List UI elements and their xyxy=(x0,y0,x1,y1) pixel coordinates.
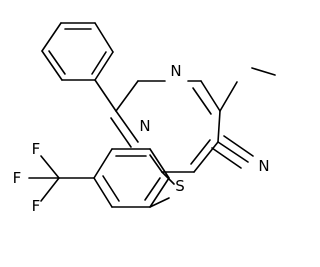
bond-pyr-c2-n3 xyxy=(115,80,139,112)
sulfur-label: S xyxy=(175,177,185,195)
bond-nitrile-1 xyxy=(217,141,249,163)
nitrogen-label-left: N xyxy=(139,117,150,135)
bond-pyr-c6-c7-inner xyxy=(190,139,211,165)
molecule-structure: N N S N F F F xyxy=(13,22,276,215)
bond-pyr-n1-c7-connector xyxy=(149,154,163,173)
bond-cf3-3 xyxy=(40,177,60,202)
bond-pyr-c6-c7 xyxy=(193,141,219,173)
bond-thioether-2 xyxy=(149,197,170,208)
atom-labels: N N S N F F F xyxy=(13,62,270,215)
bond-thioether-1 xyxy=(161,171,175,185)
bond-phenyl-4 xyxy=(94,51,114,81)
bond-phenyl-1 xyxy=(41,22,62,52)
molecule-canvas: N N S N F F F xyxy=(13,22,276,215)
bond-phenyl-2-inner xyxy=(48,50,66,75)
bond-nitrile-2 xyxy=(223,135,254,157)
bond-pyr-c4-c5 xyxy=(200,80,221,112)
bonds xyxy=(28,22,276,208)
bond-cf3-2 xyxy=(40,155,60,179)
bond-aryl-6 xyxy=(149,177,170,208)
bond-methylthio-2 xyxy=(251,67,276,76)
bond-aryl-2 xyxy=(93,177,113,208)
bond-pyr-c5-c6 xyxy=(217,110,221,143)
bond-aryl-6-inner xyxy=(144,177,161,201)
bond-pyr-n1-c2 xyxy=(115,110,139,143)
fluorine-label-top: F xyxy=(32,140,41,158)
bond-phenyl-2 xyxy=(41,50,63,81)
bond-nitrile-3 xyxy=(211,147,242,169)
bond-aryl-3 xyxy=(93,148,113,179)
fluorine-label-left: F xyxy=(13,169,22,187)
fluorine-label-bottom: F xyxy=(32,197,41,215)
nitrile-nitrogen-label: N xyxy=(258,157,269,175)
bond-phenyl-4-inner xyxy=(91,51,107,75)
bond-pyr-c4-c5-inner xyxy=(192,87,212,115)
nitrogen-label-top: N xyxy=(170,62,181,80)
bond-aryl-5 xyxy=(149,148,170,179)
bond-phenyl-5 xyxy=(94,22,114,53)
bond-methylthio-1 xyxy=(219,81,238,112)
bond-pyr-n1-c2-inner xyxy=(110,117,132,148)
bond-aryl-2-inner xyxy=(102,175,120,202)
bond-phenyl-pyrimidine xyxy=(94,79,117,112)
